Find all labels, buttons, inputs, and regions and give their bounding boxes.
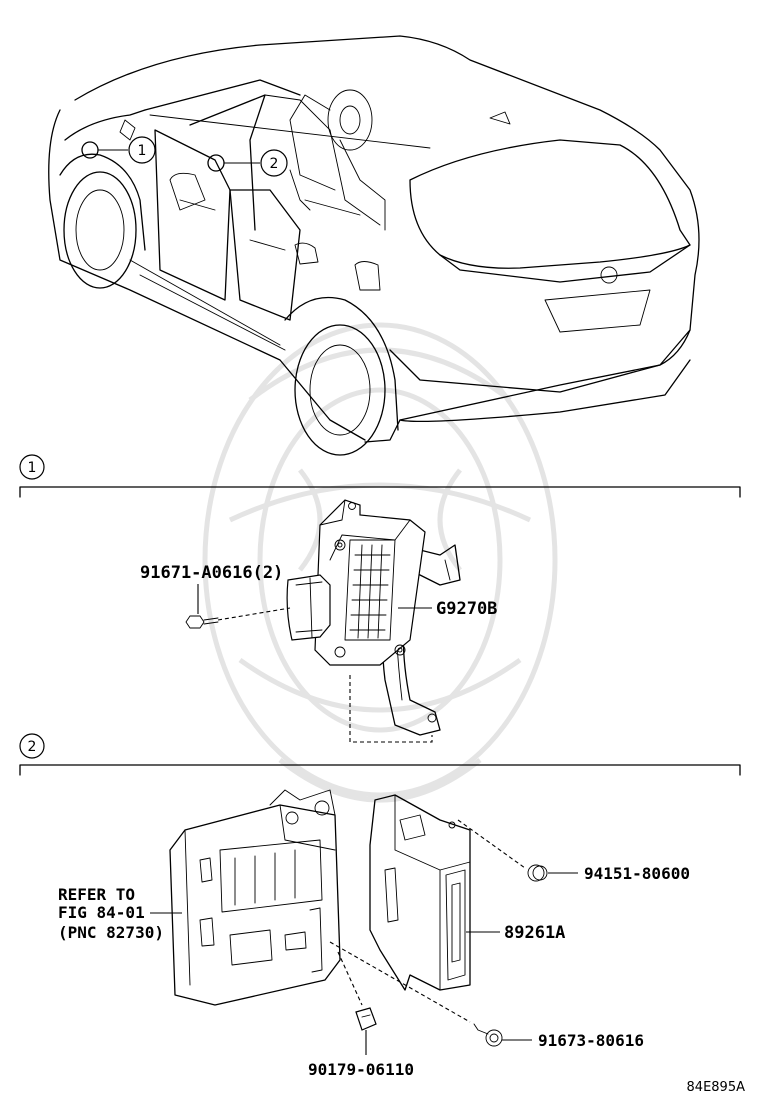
ecu-pin-grid	[344, 539, 396, 641]
junction-block-drawing	[169, 789, 341, 1006]
section-2-header: 2	[19, 733, 741, 776]
section-1-marker: 1	[28, 460, 37, 476]
part-94151-80600: 94151-80600	[457, 819, 690, 883]
callout-1-label: 1	[138, 143, 147, 159]
part-G9270B-label: G9270B	[436, 599, 497, 619]
part-91673-80616-label: 91673-80616	[538, 1031, 644, 1050]
refer-line-2: FIG 84-01	[58, 903, 145, 922]
callout-1: 1	[128, 136, 156, 164]
relay-block-drawing	[369, 794, 471, 991]
ecu-assembly-drawing	[185, 499, 461, 743]
part-G9270B: G9270B	[398, 599, 497, 619]
part-91671-A0616: 91671-A0616(2)	[140, 563, 283, 614]
part-90179-06110: 90179-06110	[308, 951, 414, 1079]
part-90179-06110-label: 90179-06110	[308, 1060, 414, 1079]
watermark-logo	[202, 322, 558, 803]
part-94151-80600-label: 94151-80600	[584, 864, 690, 883]
section-1-header: 1	[19, 454, 741, 498]
callout-2-label: 2	[270, 156, 279, 172]
part-89261A: 89261A	[466, 923, 565, 943]
refer-line-3: (PNC 82730)	[58, 923, 164, 942]
refer-note: REFER TO FIG 84-01 (PNC 82730)	[58, 885, 182, 942]
refer-line-1: REFER TO	[58, 885, 135, 904]
part-91673-80616: 91673-80616	[329, 941, 644, 1050]
figure-code: 84E895A	[687, 1080, 746, 1095]
part-91671-A0616-label: 91671-A0616(2)	[140, 563, 283, 583]
callout-2: 2	[260, 149, 288, 177]
section-2-marker: 2	[28, 739, 37, 755]
part-89261A-label: 89261A	[504, 923, 565, 943]
vehicle-illustration	[48, 35, 700, 456]
